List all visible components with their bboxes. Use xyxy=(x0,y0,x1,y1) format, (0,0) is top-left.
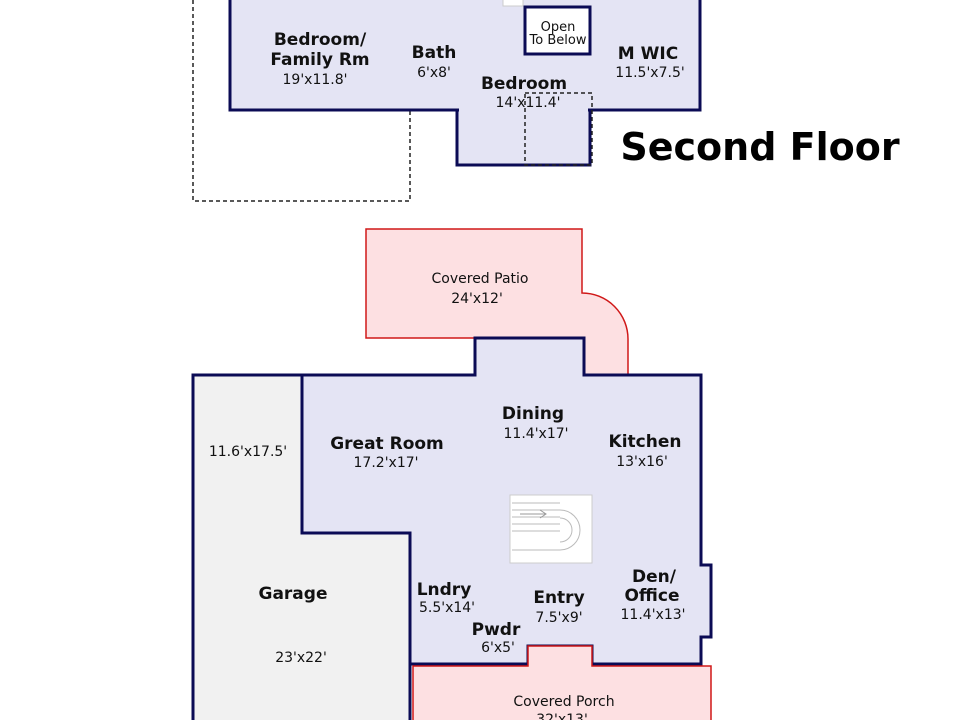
room-mwic-name: M WIC xyxy=(618,44,678,64)
room-bedroom-family-name-line2: Family Rm xyxy=(270,50,369,70)
room-entry-dims: 7.5'x9' xyxy=(535,610,582,626)
room-great-room-dims: 17.2'x17' xyxy=(354,455,419,471)
room-kitchen-name: Kitchen xyxy=(609,432,682,452)
room-bedroom-dims: 14'x11.4' xyxy=(496,95,561,111)
dashed-bay-outline xyxy=(524,92,593,166)
open-to-below-line2: To Below xyxy=(529,33,587,48)
room-mwic-dims: 11.5'x7.5' xyxy=(615,65,684,81)
dashed-outline-garage-below xyxy=(192,0,411,202)
room-bedroom-name: Bedroom xyxy=(481,74,567,94)
room-covered-porch-name: Covered Porch xyxy=(513,694,614,710)
open-to-below-line1: Open xyxy=(541,20,576,35)
room-covered-patio-dims: 24'x12' xyxy=(451,291,503,307)
garage-side-dims: 11.6'x17.5' xyxy=(209,444,287,460)
room-den-dims: 11.4'x13' xyxy=(621,607,686,623)
stair-arrow-icon xyxy=(539,509,547,519)
room-great-room-name: Great Room xyxy=(330,434,444,454)
room-dining-name: Dining xyxy=(502,404,564,424)
covered-porch-area xyxy=(412,645,712,720)
stair-top-fragment xyxy=(502,0,524,7)
room-den-name-line1: Den/ xyxy=(632,567,677,587)
staircase xyxy=(509,494,593,564)
room-bedroom-family-name-line1: Bedroom/ xyxy=(274,30,367,50)
room-kitchen-dims: 13'x16' xyxy=(616,454,668,470)
room-dining-dims: 11.4'x17' xyxy=(504,426,569,442)
open-to-below-box xyxy=(523,5,592,56)
room-garage-name: Garage xyxy=(259,584,328,604)
room-bath-name: Bath xyxy=(412,43,457,63)
bump-join xyxy=(459,106,588,112)
room-laundry-name: Lndry xyxy=(417,580,472,600)
room-bath-dims: 6'x8' xyxy=(417,65,451,81)
floor-title: Second Floor xyxy=(620,125,899,169)
room-covered-porch-dims: 32'x13' xyxy=(536,712,588,720)
second-floor-main-block xyxy=(228,0,702,112)
room-garage-dims: 23'x22' xyxy=(275,650,327,666)
room-powder-name: Pwdr xyxy=(472,620,521,640)
room-laundry-dims: 5.5'x14' xyxy=(419,600,475,616)
room-den-name-line2: Office xyxy=(624,586,679,606)
second-floor: Open To Below Bedroom/ Family Rm 19'x11.… xyxy=(192,0,900,202)
second-floor-bedroom-bump xyxy=(455,108,592,167)
first-floor: Covered Patio 24'x12' Dining 11.4'x17' G… xyxy=(191,228,713,720)
room-powder-dims: 6'x5' xyxy=(481,640,515,656)
room-covered-patio-name: Covered Patio xyxy=(432,271,529,287)
room-entry-name: Entry xyxy=(533,588,584,608)
room-bedroom-family-dims: 19'x11.8' xyxy=(283,72,348,88)
